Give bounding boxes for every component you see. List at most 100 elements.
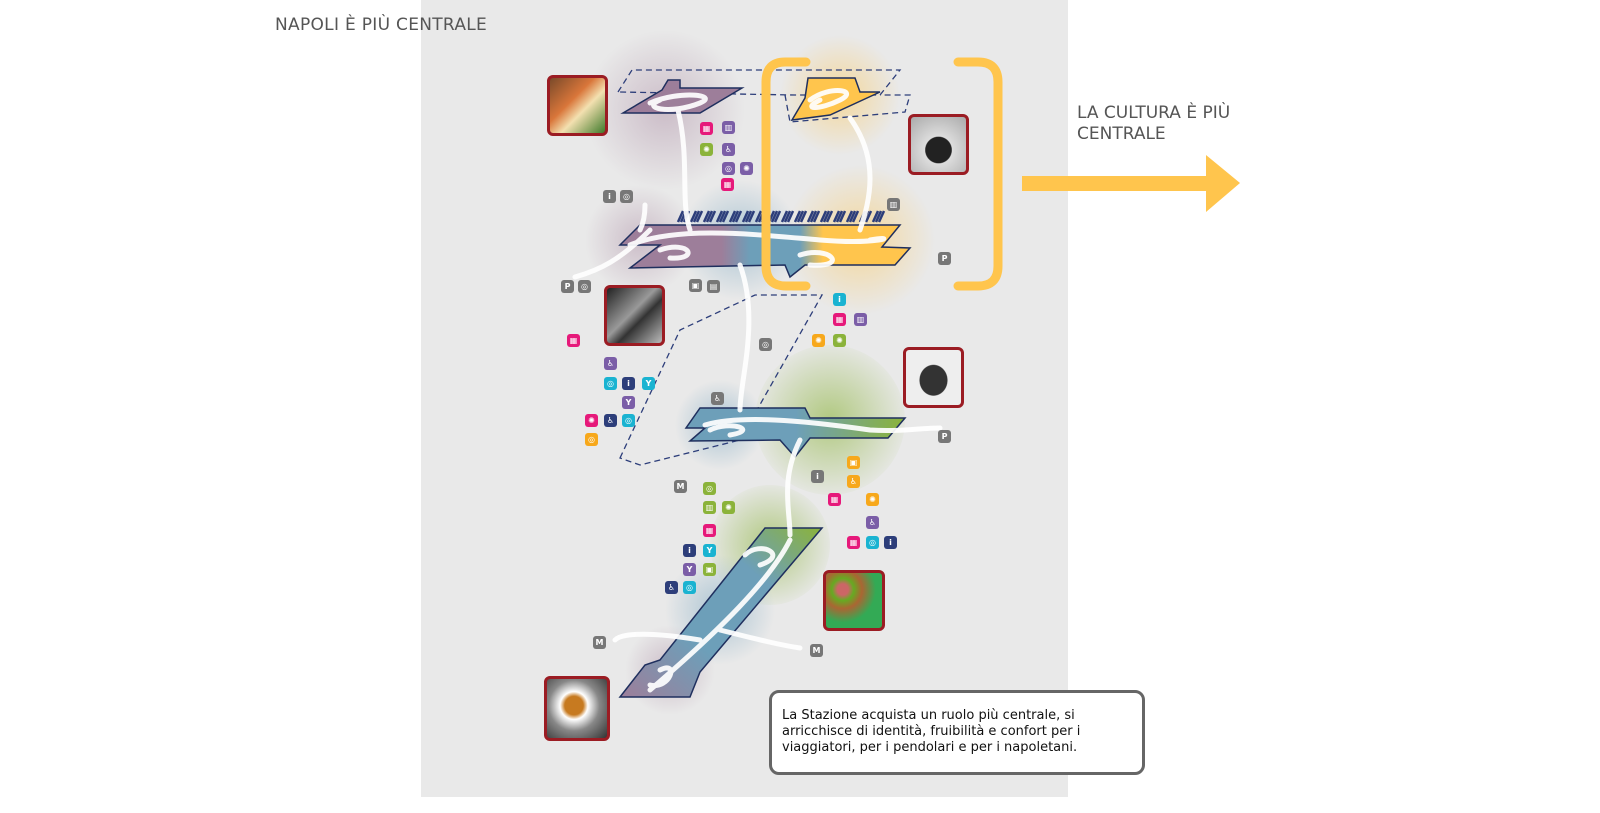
train-icon: ▥ (722, 121, 735, 134)
shop-icon: ▦ (847, 536, 860, 549)
service-icon: ◎ (866, 536, 879, 549)
service-icon: ◎ (683, 581, 696, 594)
rail-track-mark (851, 210, 860, 223)
parking-icon: P (938, 430, 951, 443)
bar-icon: Y (703, 544, 716, 557)
info-icon: i (603, 190, 616, 203)
rail-track-mark (747, 210, 756, 223)
shop-icon: ▦ (703, 524, 716, 537)
shop-icon: ▦ (721, 178, 734, 191)
rail-track-mark (832, 210, 841, 223)
hat-photo (903, 347, 964, 408)
rail-track-mark (848, 210, 857, 223)
rail-track-mark (835, 210, 844, 223)
food-icon: ✺ (866, 493, 879, 506)
people-photo (604, 285, 665, 346)
rail-track-mark (734, 210, 743, 223)
food-icon: ✺ (722, 501, 735, 514)
wc-icon: ♿ (722, 143, 735, 156)
shop-icon: ▦ (833, 313, 846, 326)
rail-track-mark (780, 210, 789, 223)
service-icon: ◎ (622, 414, 635, 427)
taxi-icon: ▤ (707, 280, 720, 293)
service-icon: ◎ (585, 433, 598, 446)
rail-track-mark (773, 210, 782, 223)
rail-track-mark (822, 210, 831, 223)
rail-track-mark (718, 210, 727, 223)
rail-track-mark (838, 210, 847, 223)
food-icon: ✺ (700, 143, 713, 156)
train-icon: ▥ (854, 313, 867, 326)
food-icon: ✺ (585, 414, 598, 427)
rail-track-mark (877, 210, 886, 223)
food-icon: ✺ (812, 334, 825, 347)
food-icon: ✺ (740, 162, 753, 175)
metro-icon: M (674, 480, 687, 493)
rail-track-mark (783, 210, 792, 223)
pulcinella-mask-photo (908, 114, 969, 175)
rail-track-mark (695, 210, 704, 223)
rail-track-mark (799, 210, 808, 223)
bus-icon: ▣ (847, 456, 860, 469)
wc-icon: ♿ (604, 414, 617, 427)
bus-icon: ▣ (689, 279, 702, 292)
rail-track-mark (786, 210, 795, 223)
wc-icon: ♿ (711, 392, 724, 405)
info-icon: i (833, 293, 846, 306)
bar-icon: Y (622, 396, 635, 409)
wc-icon: ♿ (604, 357, 617, 370)
rail-track-mark (715, 210, 724, 223)
rail-track-mark (874, 210, 883, 223)
rail-tracks (676, 210, 886, 223)
pizza-photo (547, 75, 608, 136)
rail-track-mark (845, 210, 854, 223)
rail-track-mark (705, 210, 714, 223)
rail-track-mark (812, 210, 821, 223)
rail-track-mark (741, 210, 750, 223)
metro-icon: M (593, 636, 606, 649)
rail-track-mark (770, 210, 779, 223)
wc-icon: ♿ (866, 516, 879, 529)
rail-track-mark (871, 210, 880, 223)
rail-track-mark (819, 210, 828, 223)
wc-icon: ♿ (847, 475, 860, 488)
service-icon: ◎ (604, 377, 617, 390)
rail-track-mark (702, 210, 711, 223)
description-text: La Stazione acquista un ruolo più centra… (782, 708, 1081, 755)
coffee-photo (544, 676, 610, 741)
rail-track-mark (806, 210, 815, 223)
shop-icon: ▦ (828, 493, 841, 506)
bar-icon: Y (642, 377, 655, 390)
wc-icon: ♿ (665, 581, 678, 594)
rail-track-mark (796, 210, 805, 223)
rail-track-mark (689, 210, 698, 223)
info-icon: i (683, 544, 696, 557)
service-icon: ◎ (759, 338, 772, 351)
info-icon: i (811, 470, 824, 483)
train-icon: ▥ (887, 198, 900, 211)
rail-track-mark (864, 210, 873, 223)
culture-label: LA CULTURA È PIÙ CENTRALE (1077, 103, 1231, 144)
service-icon: ◎ (620, 190, 633, 203)
parking-icon: P (938, 252, 951, 265)
rail-track-mark (744, 210, 753, 223)
bus-icon: ▣ (703, 563, 716, 576)
flow-paths (572, 88, 943, 693)
culture-bracket (761, 57, 1003, 291)
train-icon: ▥ (703, 501, 716, 514)
pastries-photo (823, 570, 885, 631)
info-icon: i (622, 377, 635, 390)
page-title: NAPOLI È PIÙ CENTRALE (275, 15, 488, 35)
service-icon: ◎ (578, 280, 591, 293)
rail-track-mark (692, 210, 701, 223)
rail-track-mark (809, 210, 818, 223)
shop-icon: ▦ (567, 334, 580, 347)
rail-track-mark (676, 210, 685, 223)
description-box: La Stazione acquista un ruolo più centra… (769, 690, 1145, 775)
service-icon: ◎ (722, 162, 735, 175)
food-icon: ✺ (833, 334, 846, 347)
parking-icon: P (561, 280, 574, 293)
rail-track-mark (754, 210, 763, 223)
culture-arrow (1022, 155, 1240, 212)
service-icon: ◎ (703, 482, 716, 495)
